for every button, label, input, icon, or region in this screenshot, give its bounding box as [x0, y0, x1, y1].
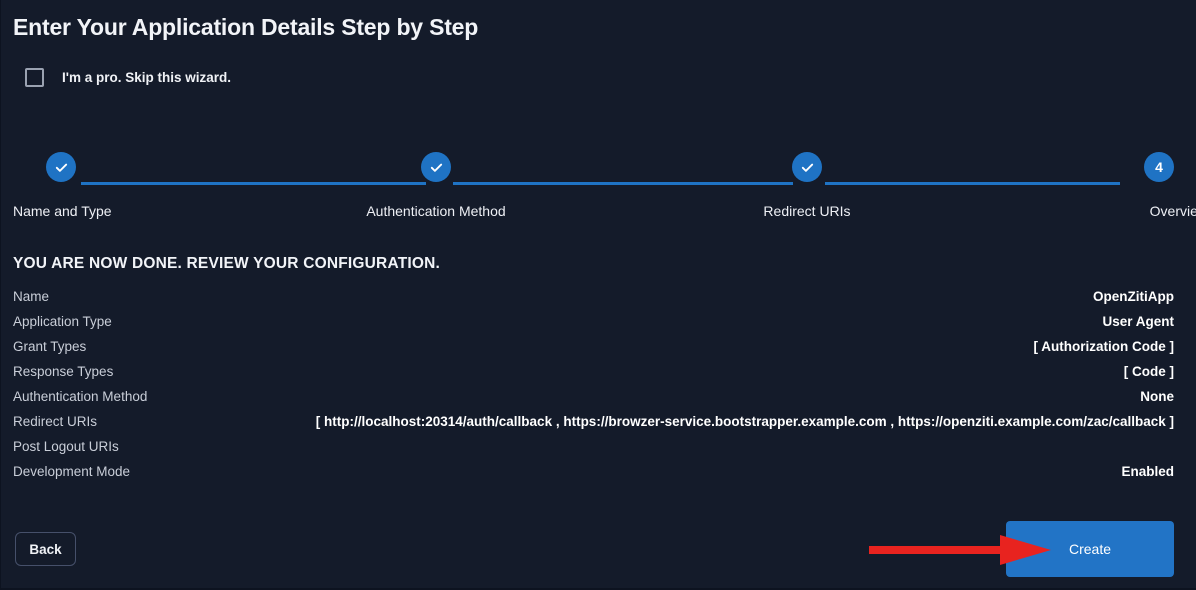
configuration-summary-table: Name OpenZitiApp Application Type User A…: [13, 289, 1174, 489]
step-label: Redirect URIs: [763, 203, 851, 219]
row-value: Enabled: [1121, 464, 1174, 479]
table-row: Post Logout URIs: [13, 439, 1174, 464]
stepper-connector-3: [825, 182, 1120, 185]
review-heading: YOU ARE NOW DONE. REVIEW YOUR CONFIGURAT…: [13, 255, 441, 272]
step-number: 4: [1155, 159, 1163, 175]
table-row: Grant Types [ Authorization Code ]: [13, 339, 1174, 364]
stepper-connector-2: [453, 182, 793, 185]
table-row: Name OpenZitiApp: [13, 289, 1174, 314]
row-label: Response Types: [13, 364, 114, 379]
row-label: Redirect URIs: [13, 414, 98, 429]
row-value: [ Authorization Code ]: [1033, 339, 1174, 354]
table-row: Application Type User Agent: [13, 314, 1174, 339]
step-label: Name and Type: [13, 203, 112, 219]
step-complete-circle[interactable]: [46, 152, 76, 182]
row-value: [ http://localhost:20314/auth/callback ,…: [315, 414, 1174, 429]
row-value: [ Code ]: [1123, 364, 1174, 379]
stepper-step-redirect-uris[interactable]: Redirect URIs: [727, 152, 887, 219]
stepper-step-overview[interactable]: 4 Overview: [1056, 152, 1196, 219]
skip-wizard-checkbox[interactable]: [25, 68, 44, 87]
step-current-circle[interactable]: 4: [1144, 152, 1174, 182]
step-complete-circle[interactable]: [421, 152, 451, 182]
back-button[interactable]: Back: [15, 532, 76, 566]
table-row: Redirect URIs [ http://localhost:20314/a…: [13, 414, 1174, 439]
step-label: Overview: [1149, 203, 1196, 219]
table-row: Development Mode Enabled: [13, 464, 1174, 489]
step-label: Authentication Method: [366, 203, 506, 219]
check-icon: [801, 163, 813, 172]
row-label: Grant Types: [13, 339, 87, 354]
table-row: Response Types [ Code ]: [13, 364, 1174, 389]
skip-wizard-label: I'm a pro. Skip this wizard.: [62, 70, 231, 85]
wizard-stepper: Name and Type Authentication Method Redi…: [1, 152, 1196, 219]
skip-wizard-row: I'm a pro. Skip this wizard.: [25, 68, 231, 87]
stepper-connector-1: [81, 182, 426, 185]
row-label: Application Type: [13, 314, 112, 329]
page-title: Enter Your Application Details Step by S…: [13, 14, 479, 40]
row-label: Development Mode: [13, 464, 131, 479]
row-value: None: [1140, 389, 1174, 404]
stepper-step-authentication-method[interactable]: Authentication Method: [356, 152, 516, 219]
stepper-step-name-and-type[interactable]: Name and Type: [0, 152, 141, 219]
step-complete-circle[interactable]: [792, 152, 822, 182]
check-icon: [430, 163, 442, 172]
row-label: Name: [13, 289, 50, 304]
row-label: Authentication Method: [13, 389, 148, 404]
create-button[interactable]: Create: [1006, 521, 1174, 577]
row-value: User Agent: [1102, 314, 1174, 329]
table-row: Authentication Method None: [13, 389, 1174, 414]
row-value: OpenZitiApp: [1093, 289, 1174, 304]
check-icon: [55, 163, 67, 172]
row-label: Post Logout URIs: [13, 439, 119, 454]
